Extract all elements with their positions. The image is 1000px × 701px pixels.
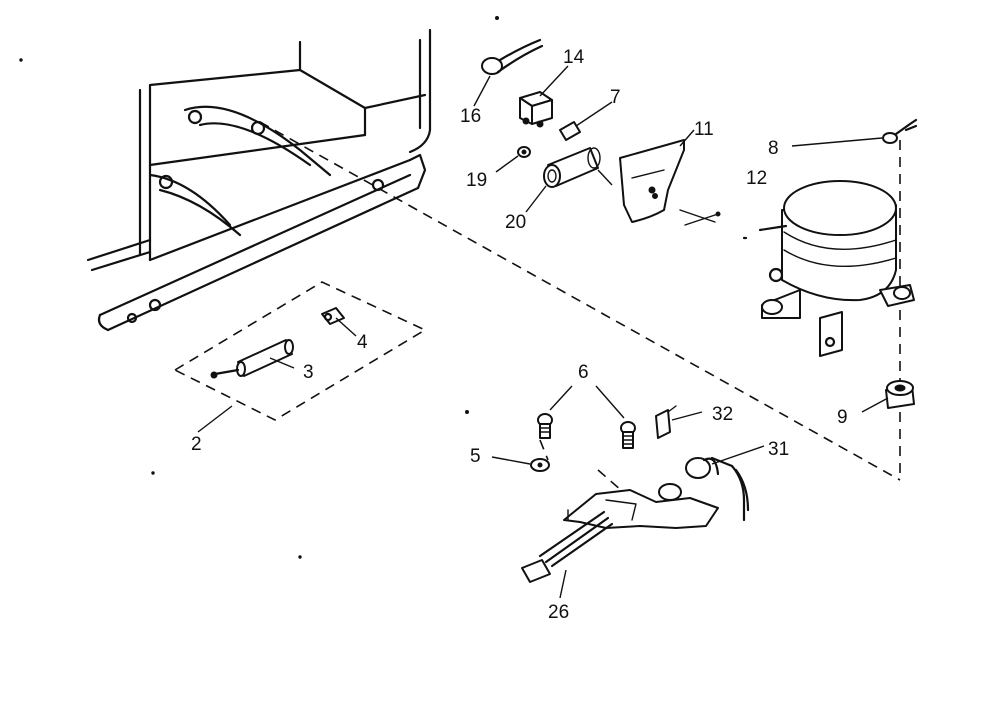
part-2-kit [210,307,345,379]
part-16-plug [481,38,544,75]
callout-19: 19 [466,170,487,191]
callout-14: 14 [563,47,585,68]
leader-lines [197,65,889,599]
part-11-cover [619,139,721,226]
callout-6: 6 [578,362,589,383]
callout-4: 4 [357,332,368,353]
callout-31: 31 [768,439,789,460]
part-32-terminal [655,405,677,439]
part-26-harness [521,483,719,583]
part-19-washer [517,146,531,158]
specks [19,16,499,559]
part-8-clip [882,118,918,144]
callout-9: 9 [837,407,848,428]
part-5-washer [530,458,550,472]
callout-8: 8 [768,138,779,159]
callout-32: 32 [712,404,733,425]
callouts: 16 14 7 11 19 20 8 12 3 4 2 6 32 9 31 5 … [191,47,848,623]
callout-7: 7 [610,87,621,108]
part-12-compressor [742,180,915,357]
cabinet-base [86,28,432,332]
callout-16: 16 [460,106,481,127]
callout-26: 26 [548,602,569,623]
callout-20: 20 [505,212,526,233]
callout-3: 3 [303,362,314,383]
part-6-screws [537,413,636,449]
callout-12: 12 [746,168,767,189]
part-20-cylinder [543,147,613,188]
part-9-grommet [885,380,915,409]
callout-11: 11 [694,119,714,140]
callout-2: 2 [191,434,202,455]
part-31-overload [685,456,750,522]
part-14-relay [519,91,553,128]
callout-5: 5 [470,446,481,467]
part-7-sleeve [559,121,581,141]
